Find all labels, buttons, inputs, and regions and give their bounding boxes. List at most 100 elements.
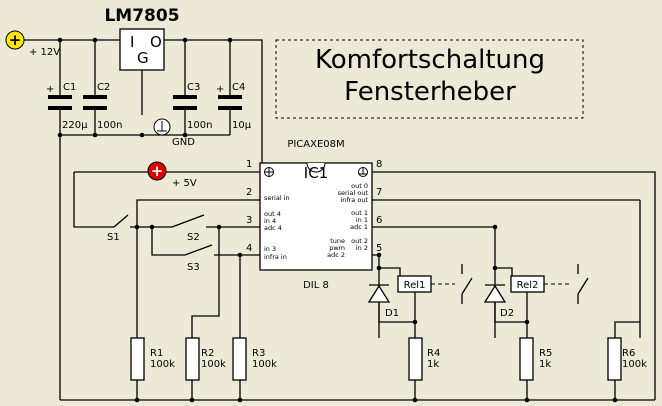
r5-name: R5 [539, 348, 552, 359]
power-supply-section: + + 12V LM7805 I O G + C1 220µ C2 100n [5, 6, 263, 400]
logic-terminal-icon [147, 161, 167, 181]
title-block: Komfortschaltung Fensterheber [275, 39, 584, 119]
ic-pin-1: 1 [246, 159, 252, 170]
c1-plus-glyph: + [46, 84, 54, 95]
supply-voltage-label: + 12V [29, 47, 60, 58]
regulator-pin-in: I [130, 33, 134, 51]
pin6-function-2: in 1 [356, 216, 368, 224]
pin5-function-2: pwm [329, 244, 345, 252]
ic-right-leads [372, 171, 640, 256]
r4-name: R4 [427, 348, 440, 359]
r6-body [607, 337, 622, 381]
r6-name: R6 [622, 348, 635, 359]
d2-bottom-wire [494, 302, 528, 338]
r6-value: 100k [622, 359, 647, 370]
r3-body [232, 337, 247, 381]
d1-icon [367, 284, 391, 303]
relay-output-stage: D1 Rel1 D2 Rel2 [367, 171, 656, 400]
ic-pin-3: 3 [246, 215, 252, 226]
junction [412, 397, 418, 403]
ic-package: DIL 8 [303, 280, 329, 291]
d2-icon [483, 284, 507, 303]
pin5-function-4: out 2 [351, 237, 368, 245]
vss-icon-glyph [359, 168, 367, 175]
regulator-pin-out: O [150, 33, 162, 51]
c4-name: C4 [232, 82, 245, 93]
s2-label: S2 [187, 232, 200, 243]
c1-value: 220µ [62, 120, 88, 131]
r5-body [519, 337, 534, 381]
ic-pin-6: 6 [376, 215, 382, 226]
rel1-top-wire [379, 267, 401, 276]
pin7-function-3: infra out [340, 196, 368, 204]
pin4-function-1: in 3 [264, 245, 276, 253]
pin2-function: serial in [264, 194, 290, 202]
ic-pin-4: 4 [246, 243, 252, 254]
c2-plate-bottom [83, 106, 107, 110]
ground-bus-junctions [134, 397, 618, 403]
regulator-pin-gnd: G [137, 49, 149, 67]
s1-supply-wire [73, 172, 114, 228]
ic-pin-2: 2 [246, 187, 252, 198]
title-line-1: Komfortschaltung [315, 45, 545, 75]
junction [492, 265, 498, 271]
junction [134, 397, 140, 403]
pin7-function-1: out 0 [351, 182, 368, 190]
r4-body [408, 337, 423, 381]
r2-body [185, 337, 200, 381]
pin3-function-3: adc 4 [264, 224, 282, 232]
c2-plate-top [83, 95, 107, 99]
ic-pin-8: 8 [376, 159, 382, 170]
c1-plate-bottom [48, 106, 72, 110]
r3-name: R3 [252, 348, 265, 359]
logic-supply-rail: + + 5V [73, 161, 265, 228]
vss-icon [358, 167, 368, 177]
title-line-2: Fensterheber [344, 77, 516, 107]
resistors: R1 100k R2 100k R3 100k R4 1k R5 1k R6 1… [130, 337, 647, 400]
pin4-function-2: infra in [264, 253, 287, 261]
pin8-ground-wire [400, 171, 656, 400]
junction [524, 397, 530, 403]
junction [376, 265, 382, 271]
s2-lever [171, 214, 205, 228]
pin5-function-3: adc 2 [327, 251, 345, 259]
ic-notch [306, 162, 326, 173]
c2-value: 100n [97, 120, 122, 131]
pin3-function-1: out 4 [264, 210, 281, 218]
s3-lever [184, 244, 213, 256]
r1-value: 100k [150, 359, 175, 370]
r5-value: 1k [539, 359, 551, 370]
logic-voltage-label: + 5V [172, 178, 197, 189]
s1-lever [113, 214, 129, 228]
d2-label: D2 [500, 308, 514, 319]
rail-5v-output [164, 39, 263, 172]
c4-plate-bottom [218, 106, 242, 110]
pin6-function-1: out 1 [351, 209, 368, 217]
junction [182, 132, 188, 138]
r2-name: R2 [201, 348, 214, 359]
supply-plus-glyph: + [9, 31, 22, 49]
r6-top-wire [614, 321, 640, 338]
c4-plate-top [218, 95, 242, 99]
rel2-top-wire [495, 267, 513, 276]
pin6-function-3: adc 1 [350, 223, 368, 231]
regulator-name: LM7805 [104, 6, 179, 26]
logic-plus-glyph: + [151, 162, 164, 180]
d1-label: D1 [385, 308, 399, 319]
c3-name: C3 [187, 82, 200, 93]
c4-plus-glyph: + [216, 84, 224, 95]
s3-feed [151, 227, 185, 256]
c3-plate-bottom [173, 106, 197, 110]
c2-name: C2 [97, 82, 110, 93]
r2-feed [191, 227, 220, 338]
pin2-wire [136, 199, 245, 338]
ic-pin-5: 5 [376, 243, 382, 254]
junction [612, 397, 618, 403]
c3-value: 100n [187, 120, 212, 131]
input-switches: S1 S2 S3 [107, 199, 245, 338]
ic-left-leads [245, 199, 260, 256]
pin5-function-1: tune [330, 237, 345, 245]
r3-value: 100k [252, 359, 277, 370]
s3-label: S3 [187, 262, 200, 273]
